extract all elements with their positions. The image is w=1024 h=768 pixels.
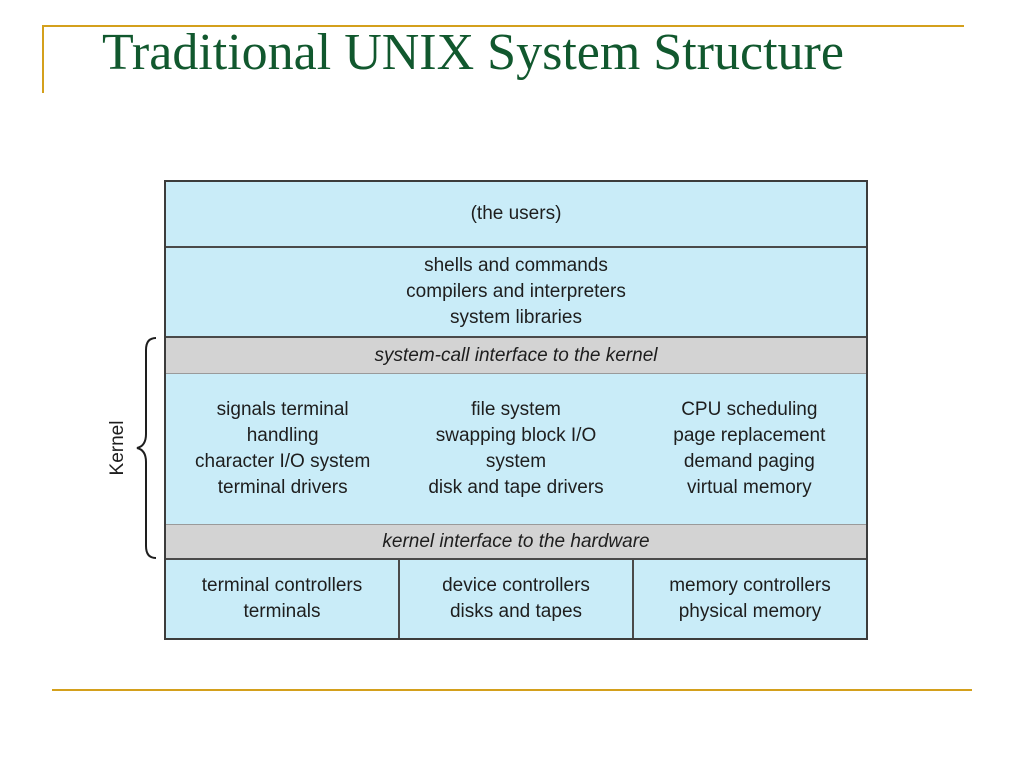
unix-structure-diagram: (the users) shells and commands compiler… [164,180,868,640]
hardware-column-memory: memory controllers physical memory [632,560,866,638]
hardware-column-line: terminal controllers [201,575,363,596]
kernel-column-line: terminal drivers [217,477,348,498]
hardware-column-line: terminals [243,601,321,622]
layer-shells-line: system libraries [450,307,582,328]
system-call-interface: system-call interface to the kernel [166,338,866,374]
kernel-column-line: character I/O system [195,451,371,472]
kernel-column-cpu: CPU scheduling page replacement demand p… [633,374,866,524]
hardware-column-line: disks and tapes [449,601,583,622]
hardware-column-device: device controllers disks and tapes [398,560,632,638]
kernel-column-line: handling [246,425,319,446]
kernel-column-line: CPU scheduling [681,399,818,420]
hardware-column-line: physical memory [678,601,822,622]
kernel-column-terminal: signals terminal handling character I/O … [166,374,399,524]
layer-users: (the users) [166,182,866,248]
kernel-column-line: page replacement [673,425,826,446]
kernel-column-file-system: file system swapping block I/O system di… [399,374,632,524]
kernel-column-line: signals terminal [216,399,349,420]
hardware-column-line: memory controllers [669,575,831,596]
kernel-column-line: system [485,451,547,472]
kernel-hardware-interface: kernel interface to the hardware [166,524,866,560]
kernel-column-line: disk and tape drivers [428,477,604,498]
layer-shells-line: shells and commands [424,255,608,276]
accent-line-bottom [52,689,972,691]
accent-line-vertical [42,25,44,93]
slide-title: Traditional UNIX System Structure [102,24,844,81]
kernel-column-line: virtual memory [687,477,812,498]
layer-kernel: signals terminal handling character I/O … [166,374,866,524]
hardware-column-line: device controllers [442,575,590,596]
layer-hardware: terminal controllers terminals device co… [166,560,866,638]
kernel-column-line: demand paging [683,451,815,472]
kernel-column-line: file system [471,399,561,420]
kernel-label: Kernel [107,420,128,476]
accent-line-top [42,25,964,27]
layer-shells-line: compilers and interpreters [406,281,626,302]
kernel-column-line: swapping block I/O [435,425,597,446]
hardware-column-terminal: terminal controllers terminals [166,560,398,638]
layer-shells: shells and commands compilers and interp… [166,248,866,338]
kernel-brace-icon [136,337,157,559]
